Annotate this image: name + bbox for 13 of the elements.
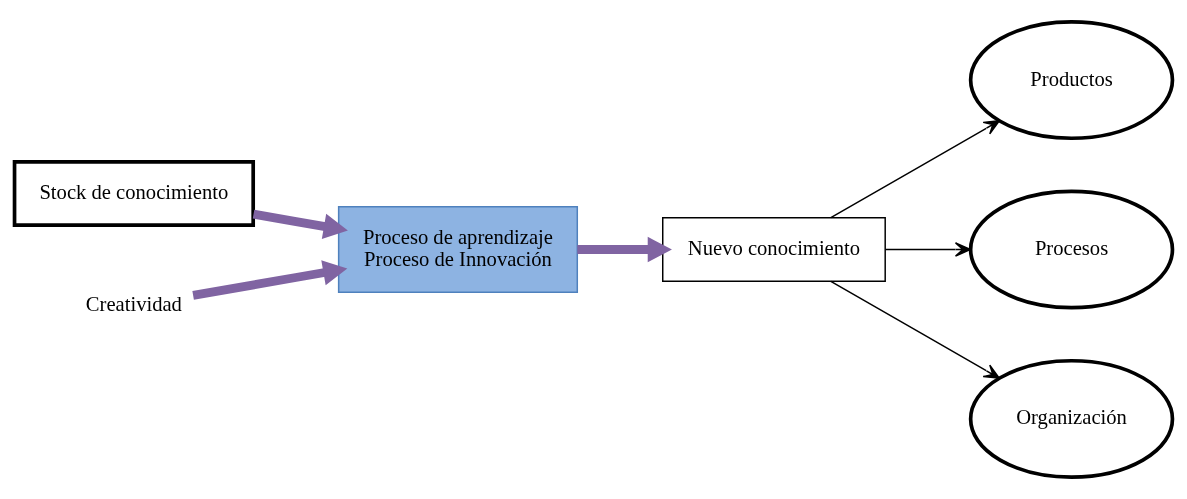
node-box: Proceso de aprendizaje Proceso de Innovación bbox=[337, 206, 579, 293]
node-ellipse: Procesos bbox=[968, 189, 1175, 310]
arrow bbox=[252, 209, 348, 239]
arrow bbox=[830, 120, 1000, 219]
node-ellipse: Productos bbox=[968, 20, 1175, 141]
node-text: Creatividad bbox=[85, 292, 182, 315]
node-ellipse: Organización bbox=[968, 358, 1175, 479]
arrow bbox=[830, 280, 1000, 379]
arrow bbox=[192, 260, 348, 300]
node-box: Nuevo conocimiento bbox=[662, 217, 886, 282]
arrow bbox=[884, 242, 971, 257]
node-box: Stock de conocimiento bbox=[12, 160, 256, 228]
arrow bbox=[577, 236, 672, 263]
